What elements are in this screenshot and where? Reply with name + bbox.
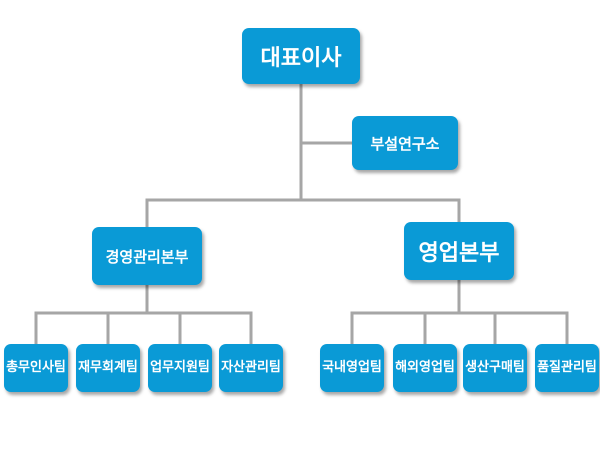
ceo-box: 대표이사 [242, 28, 360, 84]
team-line2: 구매팀 [489, 360, 525, 375]
team-line2: 영업팀 [419, 360, 455, 375]
team-line1: 총무 [6, 360, 31, 375]
team-line1: 자산 [221, 360, 246, 375]
team-box-quality-control: 품질 관리팀 [535, 344, 599, 392]
team-line2: 인사팀 [30, 360, 66, 375]
research-lab-box: 부설연구소 [352, 116, 458, 170]
team-box-production-purchasing: 생산 구매팀 [463, 344, 527, 392]
team-box-finance-accounting: 재무 회계팀 [76, 344, 140, 392]
team-box-domestic-sales: 국내 영업팀 [320, 344, 384, 392]
team-line1: 생산 [465, 360, 490, 375]
team-line1: 품질 [537, 360, 562, 375]
team-box-business-support: 업무 지원팀 [148, 344, 212, 392]
team-box-asset-management: 자산 관리팀 [219, 344, 283, 392]
team-line1: 국내 [322, 360, 347, 375]
team-line1: 해외 [395, 360, 420, 375]
team-box-overseas-sales: 해외 영업팀 [393, 344, 457, 392]
team-line2: 관리팀 [561, 360, 597, 375]
management-division-box: 경영관리본부 [92, 227, 202, 285]
team-line2: 회계팀 [102, 360, 138, 375]
team-line2: 관리팀 [245, 360, 281, 375]
team-box-general-affairs-hr: 총무 인사팀 [4, 344, 68, 392]
team-line2: 영업팀 [346, 360, 382, 375]
team-line2: 지원팀 [174, 360, 210, 375]
team-line1: 재무 [78, 360, 103, 375]
team-line1: 업무 [150, 360, 175, 375]
sales-division-box: 영업본부 [404, 222, 514, 280]
